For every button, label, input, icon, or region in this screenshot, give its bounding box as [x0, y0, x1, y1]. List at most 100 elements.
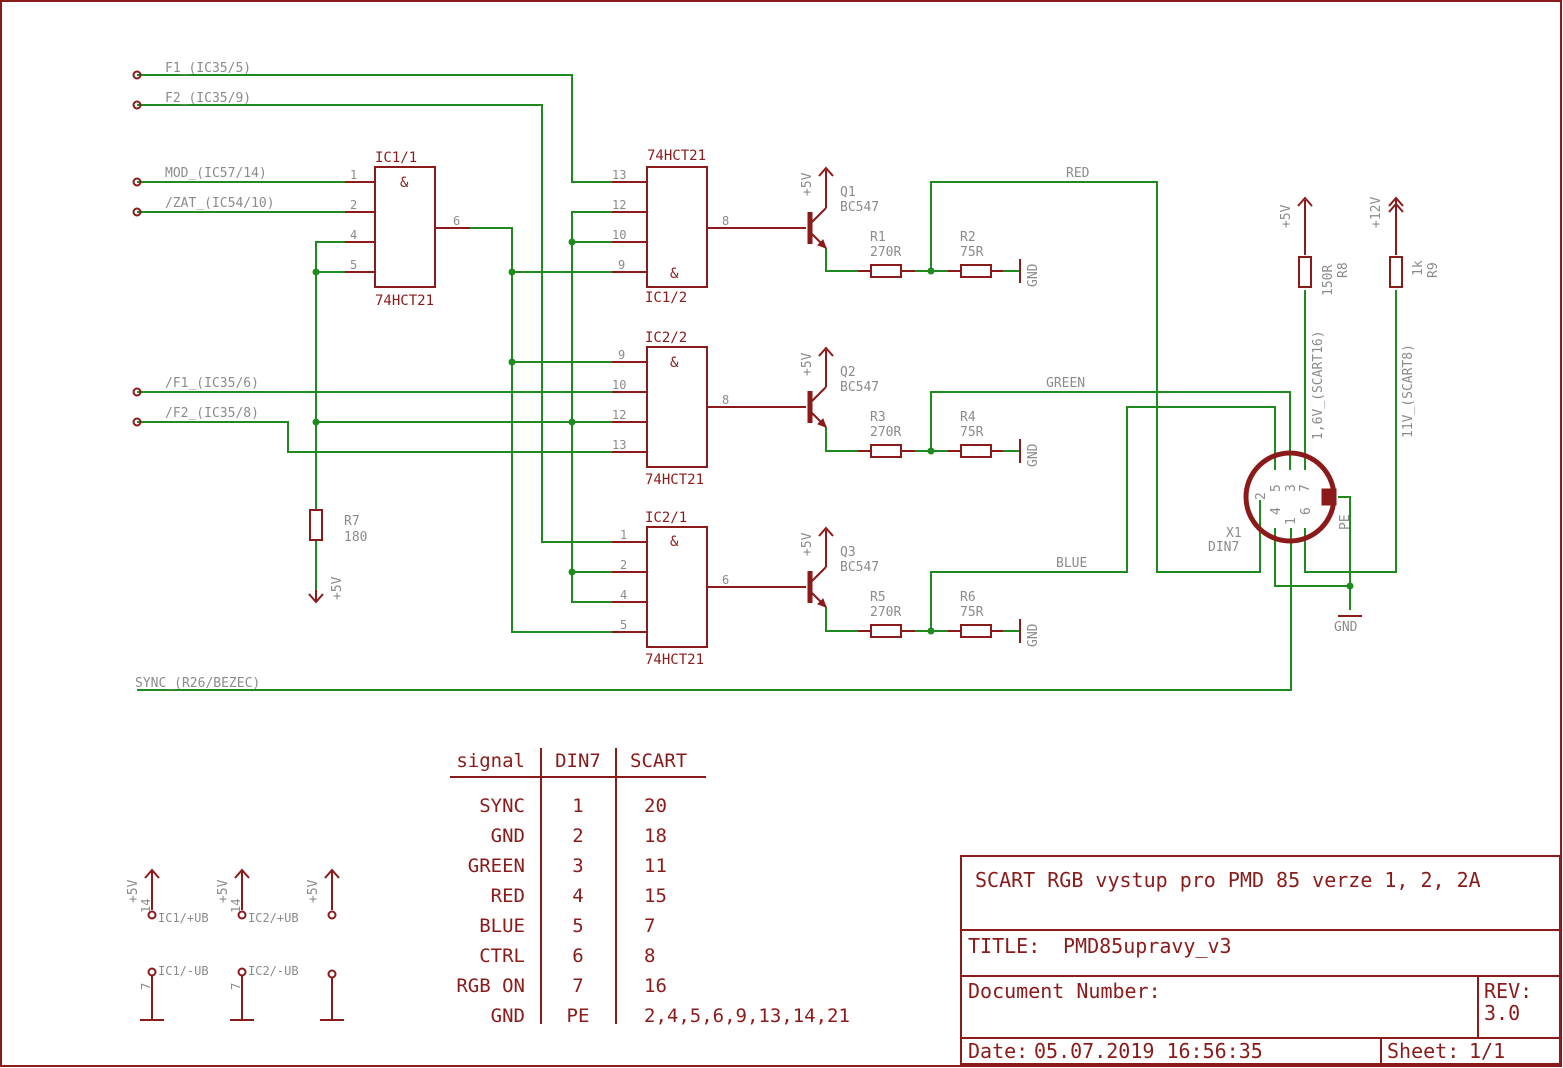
table-cell: RGB ON	[456, 975, 525, 997]
r4-name: R4	[960, 410, 976, 425]
r2-value: 75R	[960, 245, 984, 260]
terminal-nf1	[132, 387, 142, 397]
gate-ic2-2-name: IC2/2	[645, 330, 687, 346]
titleblock-docnum-label: Document Number:	[968, 979, 1161, 1003]
r9-supply: +12V	[1369, 197, 1384, 228]
ic1-pin14: 14	[139, 899, 153, 913]
r6-value: 75R	[960, 605, 984, 620]
terminal-zat	[132, 207, 142, 217]
pin-number: 10	[612, 378, 626, 392]
net-red: RED	[1066, 166, 1090, 181]
label-zat: /ZAT_(IC54/10)	[165, 196, 275, 211]
gate-ic1-2-and: &	[670, 266, 679, 282]
gate-ic2-2-type: 74HCT21	[645, 472, 704, 488]
pin-number: 12	[612, 198, 626, 212]
r4-value: 75R	[960, 425, 984, 440]
connector-name: X1	[1226, 526, 1242, 541]
signal-table	[450, 748, 706, 1024]
table-cell: 16	[644, 975, 667, 997]
r1-value: 270R	[870, 245, 901, 260]
pin-number: 2	[620, 558, 627, 572]
table-cell: RED	[491, 885, 525, 907]
table-cell: 2	[572, 825, 583, 847]
gate-ic2-1	[612, 526, 735, 648]
table-cell: 15	[644, 885, 667, 907]
gnd-label: GND	[1026, 443, 1041, 467]
gate-ic1-2-name: IC1/2	[645, 290, 687, 306]
ic1-pin7: 7	[139, 983, 153, 990]
pin-number: 8	[722, 214, 729, 228]
table-cell: 20	[644, 795, 667, 817]
net-scart8: 11V_(SCART8)	[1401, 344, 1416, 438]
resistor-r9	[1388, 196, 1404, 288]
pin-number: 4	[350, 228, 357, 242]
pin-number: 9	[618, 348, 625, 362]
pin-number: 13	[612, 438, 626, 452]
pin-number: 2	[350, 198, 357, 212]
table-cell: 6	[572, 945, 583, 967]
pin-number: 6	[722, 573, 729, 587]
vcc-label: +5V	[306, 879, 321, 903]
title-block	[960, 855, 1561, 1065]
table-cell: GND	[491, 825, 525, 847]
resistor-r8	[1297, 196, 1313, 288]
pin-number: 9	[618, 258, 625, 272]
terminal-mod	[132, 177, 142, 187]
din7-connector	[1243, 450, 1337, 544]
table-cell: CTRL	[479, 945, 525, 967]
net-scart16: 1,6V_(SCART16)	[1311, 330, 1326, 440]
ic2-vcc-label: +5V	[216, 879, 231, 903]
q1-type: BC547	[840, 200, 879, 215]
net-green: GREEN	[1046, 376, 1085, 391]
q3-supply: +5V	[800, 532, 815, 556]
r8-name: R8	[1336, 262, 1351, 278]
label-f1: F1_(IC35/5)	[165, 61, 251, 76]
titleblock-rev-value: 3.0	[1484, 1001, 1520, 1025]
transistor-q1	[735, 166, 834, 249]
q2-type: BC547	[840, 380, 879, 395]
titleblock-sheet-label: Sheet:	[1387, 1039, 1459, 1063]
gate-ic2-1-name: IC2/1	[645, 510, 687, 526]
table-cell: 7	[572, 975, 583, 997]
terminal-f1	[132, 70, 142, 80]
gate-ic2-2-and: &	[670, 355, 679, 371]
junctions	[312, 238, 1354, 635]
r3-value: 270R	[870, 425, 901, 440]
table-cell: BLUE	[479, 915, 525, 937]
titleblock-heading: SCART RGB vystup pro PMD 85 verze 1, 2, …	[975, 868, 1481, 892]
label-sync: SYNC_(R26/BEZEC)	[135, 676, 260, 691]
supply-symbols	[140, 868, 344, 1021]
ic2-nub: IC2/-UB	[248, 964, 299, 978]
table-cell: 1	[572, 795, 583, 817]
titleblock-date-label: Date:	[968, 1039, 1028, 1063]
ic2-pin7: 7	[229, 983, 243, 990]
pin-number: 4	[620, 588, 627, 602]
net-blue: BLUE	[1056, 556, 1087, 571]
table-cell: 4	[572, 885, 583, 907]
terminal-f2	[132, 100, 142, 110]
table-cell: SYNC	[479, 795, 525, 817]
q2-name: Q2	[840, 365, 856, 380]
table-header: DIN7	[555, 750, 601, 772]
gnd-label: GND	[1026, 263, 1041, 287]
table-cell: 11	[644, 855, 667, 877]
connector-type: DIN7	[1208, 540, 1239, 555]
pin-number: 5	[620, 618, 627, 632]
din-pin: 6	[1299, 507, 1314, 515]
r7-supply: +5V	[330, 576, 345, 600]
gate-ic1-2	[612, 166, 735, 288]
din-pin: 5	[1269, 484, 1284, 492]
din-pin: 1	[1284, 517, 1299, 525]
r3-name: R3	[870, 410, 886, 425]
r9-value: 1k	[1411, 260, 1426, 276]
din-pin: 2	[1254, 492, 1269, 500]
gate-ic1-2-type: 74HCT21	[647, 148, 706, 164]
gate-ic1-1-and: &	[400, 175, 409, 191]
titleblock-title-value: PMD85upravy_v3	[1063, 934, 1232, 958]
table-cell: 18	[644, 825, 667, 847]
gate-ic1-1	[345, 166, 470, 288]
ic2-pin14: 14	[229, 899, 243, 913]
table-cell: PE	[567, 1005, 590, 1027]
